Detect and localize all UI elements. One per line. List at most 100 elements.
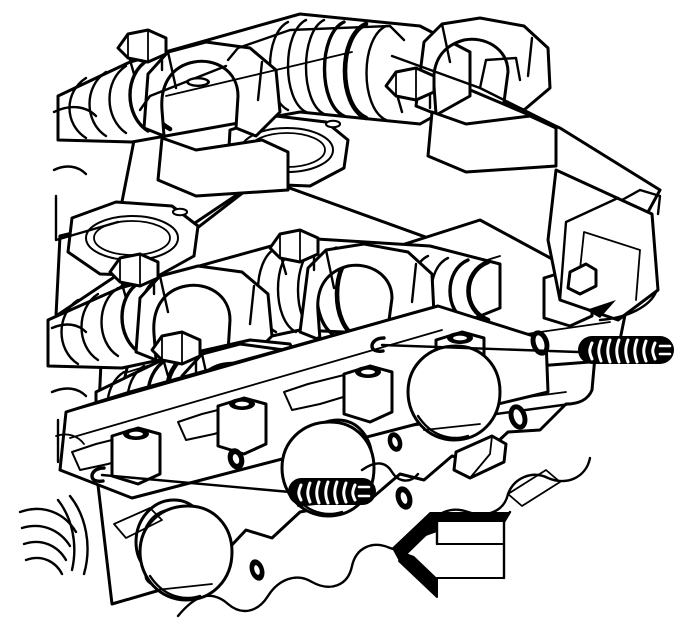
end-face-web (577, 231, 641, 301)
bearing-cap-hex-bolt (116, 28, 168, 76)
upper-left-casting-contour (50, 105, 120, 464)
bore-shadow (148, 574, 202, 600)
partial-bore-edge (56, 498, 76, 572)
bolt-boss (110, 426, 162, 486)
tube-bolt-hole-inner (172, 207, 188, 217)
top-rail-inner (165, 51, 353, 97)
bolt-shank (162, 356, 198, 378)
arrow-head-lower-bevel (392, 548, 437, 597)
cap-rib (166, 50, 178, 90)
top-rail-edge-left (138, 64, 228, 112)
cam-lobe-shadow (466, 259, 491, 323)
arrow-head-bevel (392, 512, 437, 561)
casting-lug-group (452, 262, 598, 480)
bearing-cap-hex-bolt (268, 228, 320, 276)
bolt-shank (396, 92, 432, 114)
cap-rib (248, 284, 256, 326)
cam-lobe (128, 58, 150, 133)
end-face-arc (598, 290, 658, 322)
bolt-boss (342, 364, 394, 424)
cam-lobe (365, 24, 388, 122)
boss-hole-bore (233, 399, 251, 409)
dowel-pin-end-chamfer (658, 344, 672, 356)
deck-gasket-contour-far (506, 456, 592, 496)
leader-line-lower (100, 473, 292, 494)
partial-bore-edge (68, 494, 89, 576)
tube-bolt-hole-inner (325, 119, 341, 129)
contour (50, 323, 88, 334)
cap-rib (410, 262, 418, 304)
arrow-side-edge (502, 510, 512, 580)
bearing-cap-hex-bolt (384, 66, 436, 114)
contour (52, 165, 88, 176)
cap-rib (526, 36, 534, 78)
cam-carrier-saddle (156, 136, 290, 198)
boss-post (110, 426, 162, 486)
lug-fold (469, 435, 493, 479)
dowel-pin-knurl (297, 480, 357, 505)
cap-rib (440, 22, 452, 64)
partial-bore-arc (24, 556, 64, 576)
bolt-shank (128, 54, 164, 76)
cam-carrier-saddle (426, 110, 558, 174)
coolant-hole-bore (390, 435, 400, 449)
intake-camshaft-assembly (56, 12, 558, 198)
camshaft-bearing-cap (116, 28, 282, 138)
camshaft-bearing-cap (384, 16, 552, 116)
bolt-boss (216, 396, 268, 456)
coolant-hole-group (227, 330, 550, 581)
dowel-pin-lower (288, 478, 376, 505)
contour (50, 387, 88, 398)
bolt-shank (120, 278, 156, 300)
boss-hole-bore (451, 333, 469, 343)
contour (54, 194, 120, 242)
boss-hole-bore (359, 367, 377, 377)
flange-top-edge (64, 304, 440, 414)
boss-hole-bore (127, 429, 145, 439)
end-face-fold (558, 196, 620, 302)
cylinder-bore (406, 344, 502, 442)
flange-mid-edge (69, 329, 443, 439)
dowel-pin-end-chamfer (357, 485, 371, 498)
hex-facet (119, 253, 159, 287)
callout-lower (90, 462, 420, 505)
contour (55, 433, 85, 445)
coolant-hole-bore (230, 452, 242, 466)
cam-lobe (120, 280, 142, 355)
gasket-tab (113, 507, 163, 539)
cylinder-bore (138, 504, 234, 602)
partial-bore-arc (20, 524, 72, 548)
hex-facet (279, 229, 319, 263)
bore-ledge (155, 583, 213, 591)
top-rail-hole-bore (187, 77, 209, 87)
cam-lobe (286, 18, 308, 114)
cap-tab (478, 56, 522, 90)
coolant-hole-bore (511, 407, 525, 427)
bearing-cap-hex-bolt (150, 330, 202, 378)
cap-rib (256, 60, 264, 102)
direction-arrow (392, 510, 512, 598)
hex-facet (161, 331, 201, 365)
end-tab (620, 188, 662, 216)
hex-facet (127, 29, 167, 63)
contour (52, 105, 98, 118)
bore-shadow (416, 414, 470, 440)
cam-lobe (88, 70, 108, 138)
dowel-pin-knurl (588, 338, 657, 364)
dowel-pin-upper (578, 336, 674, 364)
boss-post (342, 364, 394, 424)
cam-lobe (100, 286, 120, 358)
casting-lug (566, 262, 598, 296)
dowel-hole-lower (90, 466, 106, 483)
end-face-notch (586, 300, 616, 318)
casting-squiggle (360, 462, 420, 482)
bolt-shank (280, 254, 316, 276)
boss-post (216, 396, 268, 456)
top-rail-edge (226, 24, 406, 62)
cam-lobe (108, 64, 128, 135)
top-structure-edges (138, 24, 662, 216)
cam-lobe-shadow (342, 21, 369, 121)
cam-lobe (304, 18, 326, 116)
